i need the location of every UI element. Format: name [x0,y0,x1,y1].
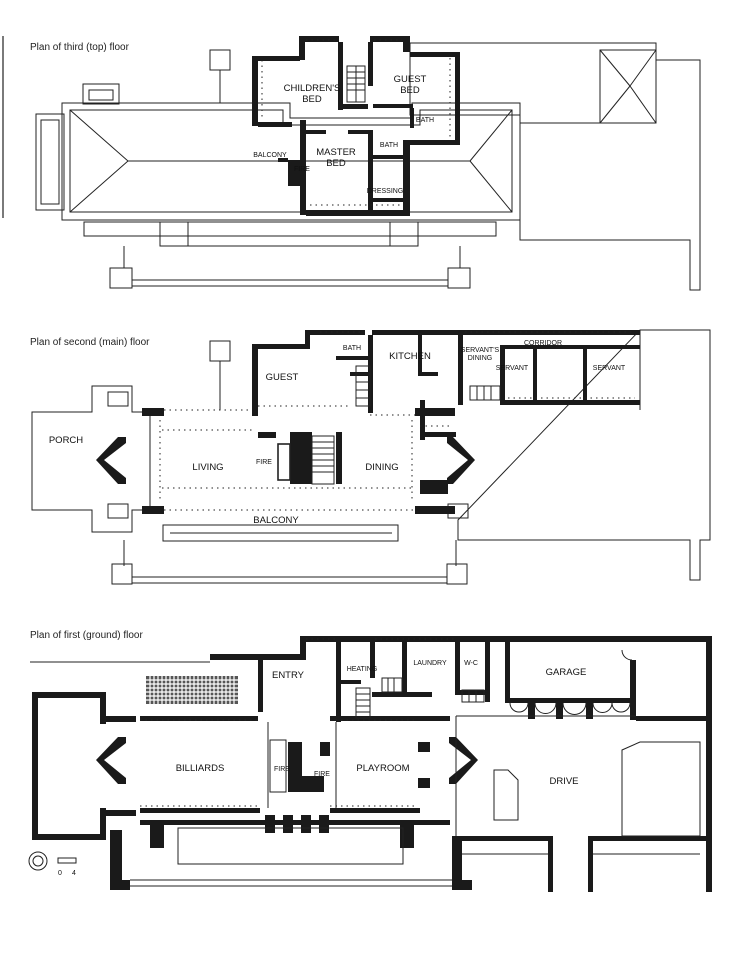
scale-bar: 0 4 [28,851,77,877]
second-floor-title: Plan of second (main) floor [30,337,150,348]
garage-label: GARAGE [546,667,587,678]
first-floor-windows [140,638,455,807]
corridor-label: CORRIDOR [524,340,562,347]
garage-doors [509,649,633,715]
guest-bed-label-2: BED [400,85,420,96]
porch-label: PORCH [49,435,83,446]
third-floor-walls [252,36,460,216]
first-floor-thin-lines [130,715,701,887]
third-floor-title: Plan of third (top) floor [30,42,130,53]
servant-label-b: SERVANT [593,365,626,372]
servant-label-a: SERVANT [496,365,529,372]
childrens-bed-label-2: BED [302,94,322,105]
living-fireplace [277,443,291,481]
master-bed-label-1: MASTER [316,147,356,158]
second-floor-outline [31,329,711,585]
ground-stairs [355,677,485,719]
fire-label-b: FIRE [314,771,330,778]
dressing-label: DRESSING [367,188,404,195]
servants-dining-label-2: DINING [468,355,493,362]
roof-outline [35,42,701,291]
heating-label: HEATING [347,666,378,673]
laundry-label: LAUNDRY [413,660,447,667]
first-floor-plan: Plan of first (ground) floor [28,630,712,892]
third-floor-stair [346,65,366,103]
fire-label-a: FIRE [274,766,290,773]
entry-label: ENTRY [272,670,305,681]
main-fire-label: FIRE [256,459,272,466]
main-balcony-label: BALCONY [253,515,299,526]
second-floor-windows [159,331,635,511]
kitchen-label: KITCHEN [389,351,431,362]
balcony-label: BALCONY [253,152,287,159]
bath-label-b: BATH [380,142,398,149]
wc-label: W-C [464,660,478,667]
master-bed-label-2: BED [326,158,346,169]
billiards-label: BILLIARDS [176,763,225,774]
scale-start: 0 [58,870,62,877]
fire-label: FIRE [294,166,310,173]
servants-dining-label-1: SERVANT'S [461,347,500,354]
second-floor-walls [96,330,640,514]
first-floor-walls [32,636,712,892]
third-floor-windows [261,39,451,206]
childrens-bed-label-1: CHILDREN'S [284,83,341,94]
guest-label: GUEST [266,372,299,383]
terrace-grid [146,676,238,704]
guest-bed-label-1: GUEST [394,74,427,85]
drive-label: DRIVE [549,776,578,787]
living-label: LIVING [192,462,223,473]
bath-label-a: BATH [416,117,434,124]
third-floor-plan: Plan of third (top) floor [30,36,701,291]
dining-label: DINING [365,462,398,473]
main-bath-label: BATH [343,345,361,352]
scale-end: 4 [72,870,76,877]
second-floor-plan: Plan of second (main) floor [30,329,711,585]
first-floor-title: Plan of first (ground) floor [30,630,143,641]
playroom-label: PLAYROOM [356,763,409,774]
second-floor-stair [311,365,501,485]
